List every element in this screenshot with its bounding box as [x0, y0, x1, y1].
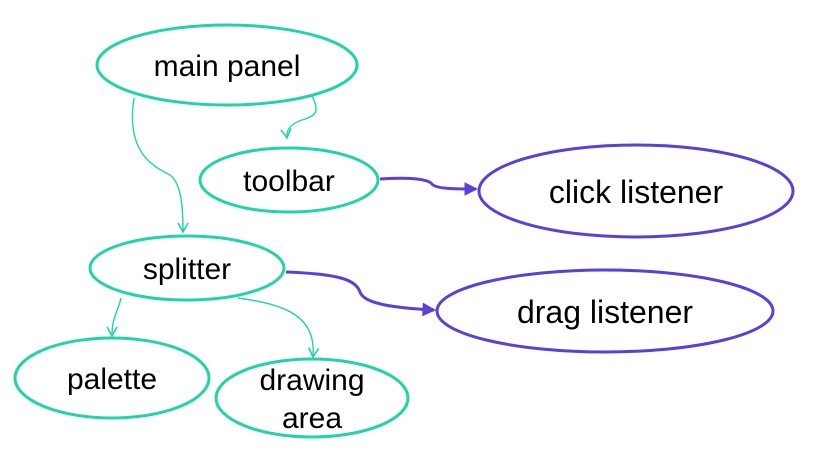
edge-toolbar-to-click-listener [379, 176, 476, 189]
node-splitter-shape [88, 234, 286, 302]
node-drawing-area-label-line2: area [282, 402, 342, 435]
edges [106, 95, 476, 359]
edge-splitter-to-drawing-area [237, 297, 320, 359]
edge-main-panel-to-toolbar [280, 95, 317, 140]
node-toolbar-label: toolbar [243, 165, 335, 198]
node-click-listener: click listener [477, 143, 795, 239]
node-drawing-area-label-line1: drawing [259, 364, 364, 397]
node-toolbar: toolbar [198, 146, 380, 214]
edge-main-panel-to-splitter [131, 97, 189, 234]
node-drawing-area-shape [214, 357, 410, 439]
node-drag-listener-shape [435, 268, 775, 354]
node-main-panel: main panel [95, 23, 359, 107]
node-click-listener-label: click listener [549, 174, 724, 210]
edge-splitter-to-drag-listener [285, 270, 434, 310]
node-palette-shape [13, 336, 211, 420]
node-main-panel-shape [95, 23, 359, 107]
node-drag-listener-label: drag listener [517, 294, 693, 330]
node-palette-label: palette [67, 363, 157, 396]
node-main-panel-label: main panel [154, 50, 301, 83]
node-drawing-area: drawing area [214, 357, 410, 439]
node-splitter-label: splitter [143, 253, 231, 286]
edge-splitter-to-palette [106, 297, 122, 338]
node-drag-listener: drag listener [435, 268, 775, 354]
node-palette: palette [13, 336, 211, 420]
node-toolbar-shape [198, 146, 380, 214]
node-click-listener-shape [477, 143, 795, 239]
node-splitter: splitter [88, 234, 286, 302]
